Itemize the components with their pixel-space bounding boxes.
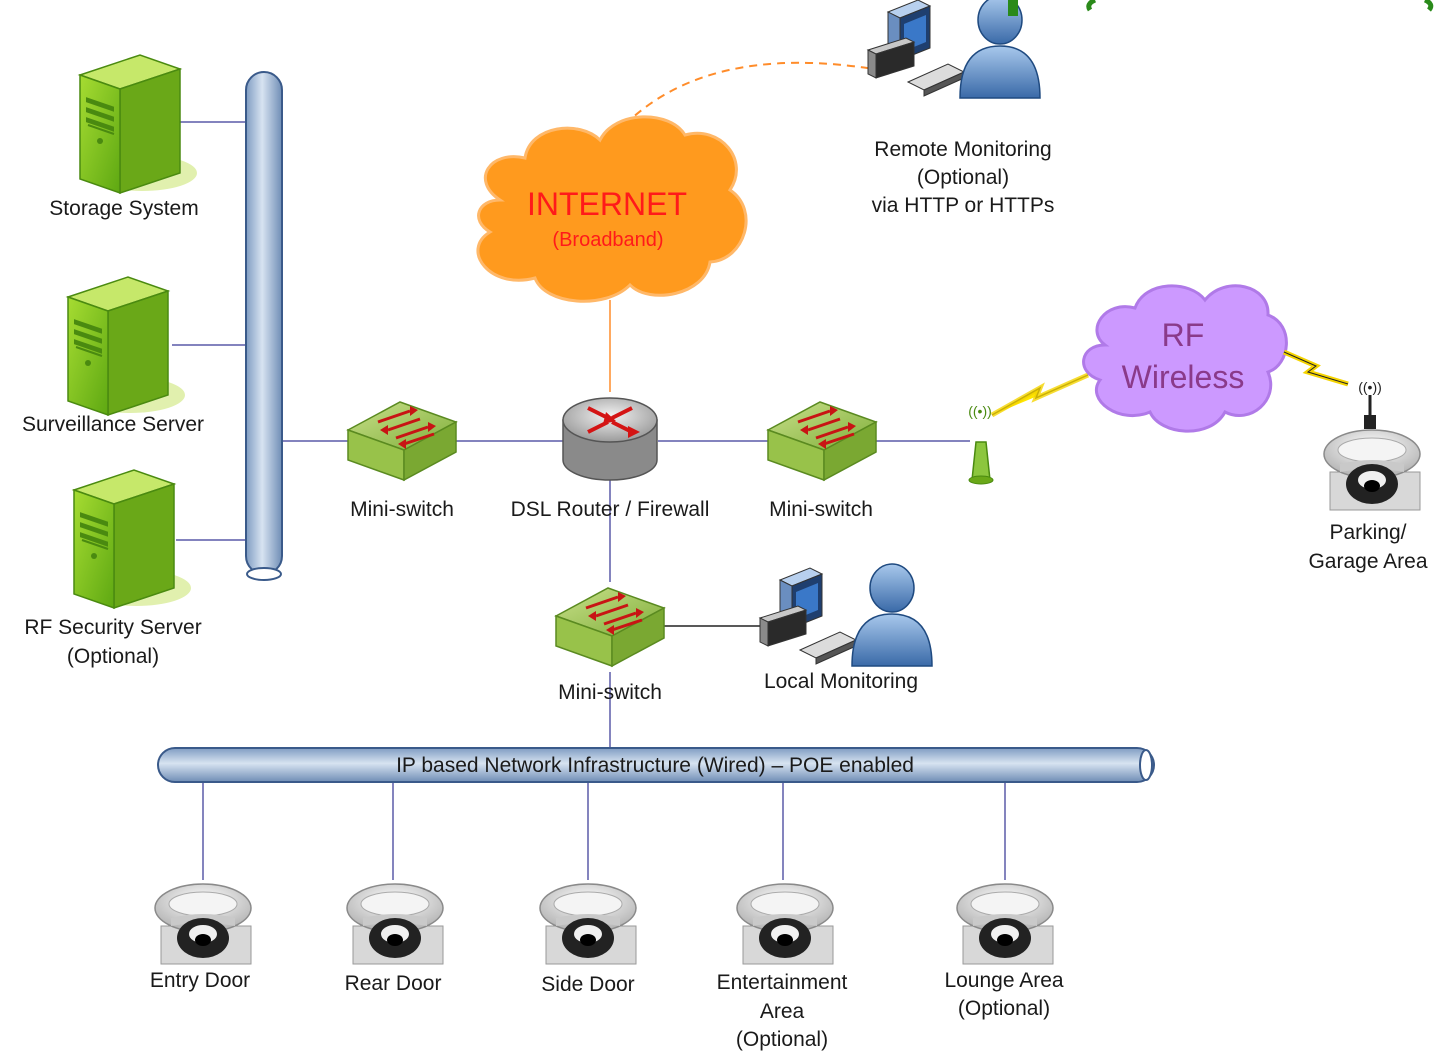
parking-label-line1: Parking/	[1329, 521, 1406, 544]
mini-switch-right-icon	[766, 400, 878, 482]
cropped-green-mark	[1008, 0, 1018, 16]
internet-label: INTERNET	[527, 186, 687, 222]
entry-door-camera-icon	[154, 883, 252, 965]
bus-label: IP based Network Infrastructure (Wired) …	[396, 754, 914, 777]
svg-text:((•)): ((•))	[968, 403, 992, 419]
entertainment-area-camera-icon	[736, 883, 834, 965]
parking-camera-icon	[1323, 429, 1421, 511]
local-monitoring-workstation-icon	[759, 563, 933, 667]
mini-switch-right-label: Mini-switch	[769, 498, 873, 521]
internet-sub-label: (Broadband)	[552, 229, 663, 251]
parking-label-line2: Garage Area	[1308, 550, 1427, 573]
remote-monitoring-optional-label: (Optional)	[917, 166, 1009, 189]
mini-switch-bottom-label: Mini-switch	[558, 681, 662, 704]
rf-wireless-label: Wireless	[1122, 359, 1245, 395]
wired-network-bus: IP based Network Infrastructure (Wired) …	[157, 747, 1155, 783]
local-monitoring-label: Local Monitoring	[764, 670, 918, 693]
remote-dashed-link	[614, 61, 881, 136]
storage-system-label: Storage System	[49, 197, 198, 220]
lounge-label-line1: Lounge Area	[944, 969, 1063, 992]
internet-cloud-icon: INTERNET (Broadband)	[476, 115, 748, 303]
remote-monitoring-protocol-label: via HTTP or HTTPs	[872, 194, 1055, 217]
lounge-area-camera-icon	[956, 883, 1054, 965]
rf-security-server-optional-label: (Optional)	[67, 645, 159, 668]
rf-security-server-icon	[73, 469, 192, 609]
wireless-access-point-icon: ((•))	[968, 403, 994, 485]
server-backbone-pipe	[245, 71, 283, 581]
rear-door-camera-icon	[346, 883, 444, 965]
surveillance-server-icon	[67, 276, 186, 416]
surveillance-server-label: Surveillance Server	[22, 413, 204, 436]
dsl-router-label: DSL Router / Firewall	[511, 498, 710, 521]
side-door-camera-icon	[539, 883, 637, 965]
wireless-bolt-right	[1282, 349, 1349, 387]
entertainment-label-line1: Entertainment	[717, 971, 848, 994]
mini-switch-left-label: Mini-switch	[350, 498, 454, 521]
rear-door-label: Rear Door	[345, 972, 442, 995]
rf-wireless-cloud-icon: RF Wireless	[1082, 284, 1288, 433]
cropped-green-bracket-right	[1423, 0, 1434, 12]
entertainment-label-line3: (Optional)	[736, 1028, 828, 1051]
cropped-green-bracket-left	[1086, 0, 1097, 12]
rf-security-server-label: RF Security Server	[24, 616, 201, 639]
storage-system-server-icon	[79, 54, 198, 194]
side-door-label: Side Door	[541, 973, 634, 996]
rf-label: RF	[1162, 317, 1205, 353]
dsl-router-icon	[562, 397, 658, 481]
mini-switch-bottom-icon	[554, 586, 666, 668]
entertainment-label-line2: Area	[760, 1000, 805, 1023]
lounge-label-line2: (Optional)	[958, 997, 1050, 1020]
remote-monitoring-label: Remote Monitoring	[874, 138, 1051, 161]
connection-lines	[172, 121, 1006, 880]
parking-camera-antenna-icon: ((•))	[1358, 379, 1382, 429]
svg-text:((•)): ((•))	[1358, 379, 1382, 395]
entry-door-label: Entry Door	[150, 969, 250, 992]
mini-switch-left-icon	[346, 400, 458, 482]
